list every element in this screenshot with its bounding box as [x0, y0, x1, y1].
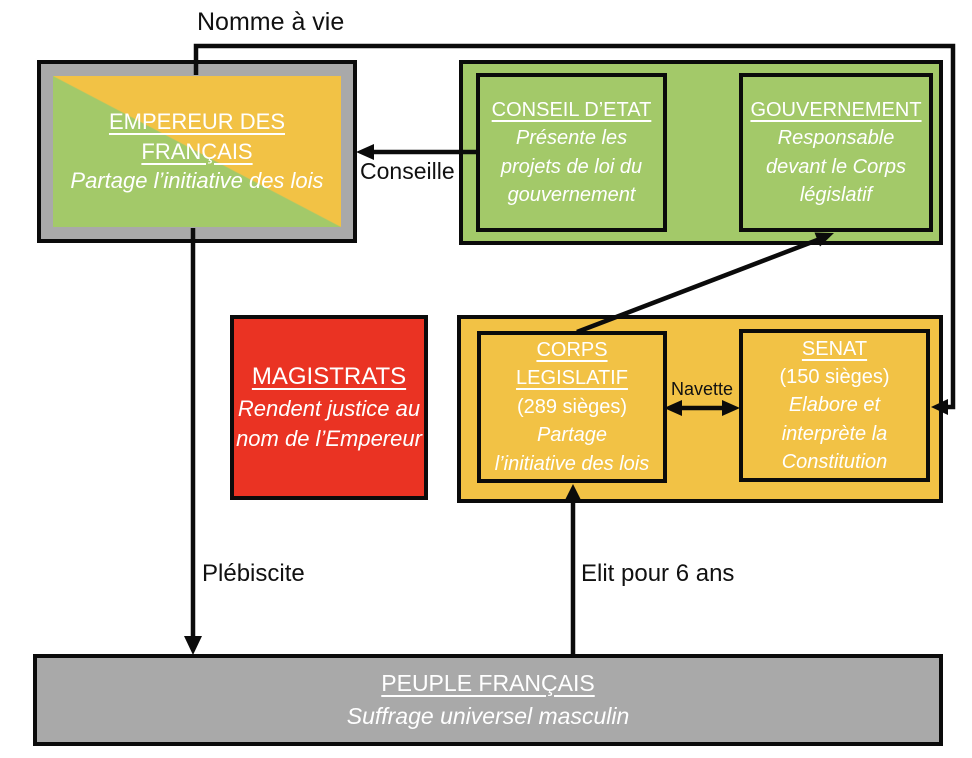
- magistrats-line: Rendent justice au: [237, 395, 421, 421]
- conseil-etat-line: projets de loi du: [500, 155, 643, 178]
- conseil-etat-line: gouvernement: [507, 183, 636, 206]
- conseil-etat-box: CONSEIL D’ETAT Présente les projets de l…: [476, 73, 667, 232]
- empereur-diagonal-fill: EMPEREUR DES FRANÇAIS Partage l’initiati…: [53, 76, 341, 227]
- legislature-group-box: CORPS LEGISLATIF (289 sièges) Partage l’…: [457, 315, 943, 503]
- magistrats-line: nom de l’Empereur: [236, 426, 422, 452]
- corps-legislatif-line: Partage: [536, 424, 608, 447]
- nomme-a-vie-label: Nomme à vie: [197, 8, 345, 36]
- elit-pour-6-ans-label: Elit pour 6 ans: [581, 560, 735, 587]
- corps-legislatif-title: CORPS: [536, 339, 608, 362]
- plebiscite-label: Plébiscite: [202, 560, 305, 587]
- corps-legislatif-box: CORPS LEGISLATIF (289 sièges) Partage l’…: [477, 331, 667, 483]
- senat-box: SENAT (150 sièges) Elabore et interprète…: [739, 329, 930, 482]
- gouvernement-box: GOUVERNEMENT Responsable devant le Corps…: [739, 73, 933, 232]
- corps-legislatif-line: l’initiative des lois: [494, 452, 650, 475]
- peuple-francais-box: PEUPLE FRANÇAIS Suffrage universel mascu…: [33, 654, 943, 746]
- executive-group-box: CONSEIL D’ETAT Présente les projets de l…: [459, 60, 943, 245]
- gouvernement-line: législatif: [799, 183, 873, 206]
- corps-legislatif-seats: (289 sièges): [516, 395, 628, 418]
- conseil-etat-line: Présente les: [515, 127, 628, 150]
- navette-label: Navette: [670, 379, 734, 399]
- empereur-title: EMPEREUR DES FRANÇAIS: [108, 108, 286, 164]
- senat-title: SENAT: [801, 337, 868, 360]
- gouvernement-line: devant le Corps: [765, 155, 907, 178]
- gouvernement-title: GOUVERNEMENT: [750, 98, 922, 121]
- conseille-label: Conseille: [360, 158, 455, 184]
- peuple-subtitle: Suffrage universel masculin: [346, 703, 630, 729]
- senat-line: Elabore et: [788, 394, 881, 417]
- senat-line: interprète la: [781, 422, 888, 445]
- senat-seats: (150 sièges): [779, 365, 890, 388]
- peuple-title: PEUPLE FRANÇAIS: [381, 669, 595, 696]
- magistrats-box: MAGISTRATS Rendent justice au nom de l’E…: [230, 315, 428, 500]
- corps-legislatif-title: LEGISLATIF: [516, 367, 628, 390]
- plebiscite-arrowhead-icon: [184, 636, 202, 655]
- empereur-subtitle: Partage l’initiative des lois: [70, 168, 324, 194]
- empereur-box: EMPEREUR DES FRANÇAIS Partage l’initiati…: [37, 60, 357, 243]
- senat-line: Constitution: [781, 451, 888, 474]
- magistrats-title: MAGISTRATS: [251, 362, 407, 390]
- gouvernement-line: Responsable: [777, 127, 895, 150]
- conseil-etat-title: CONSEIL D’ETAT: [491, 98, 652, 121]
